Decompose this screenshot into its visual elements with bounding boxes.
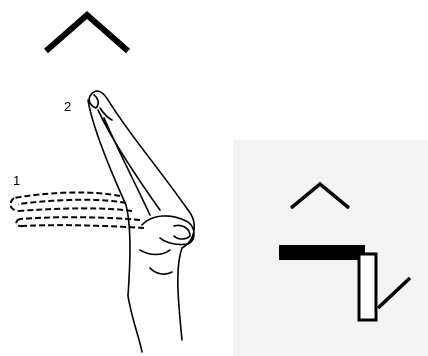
position-label-1: 1 (13, 173, 20, 188)
top-chevron-icon (46, 15, 128, 51)
solid-end-hand (88, 91, 194, 352)
position-label-2: 2 (64, 99, 71, 114)
dashed-start-hand (11, 192, 144, 228)
